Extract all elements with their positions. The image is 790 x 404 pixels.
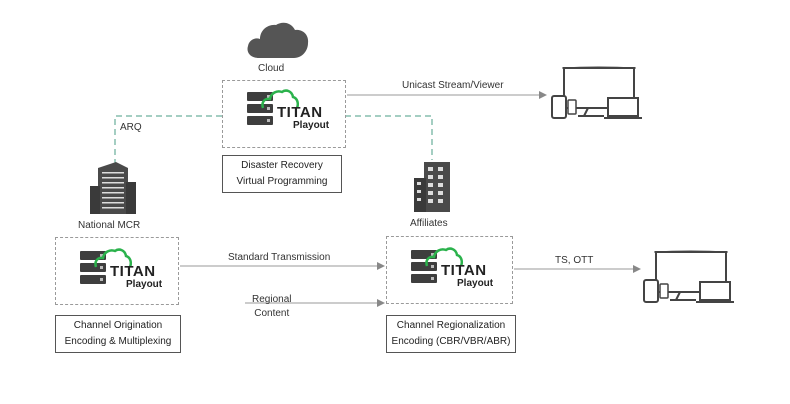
- box-line: Encoding & Multiplexing: [64, 336, 172, 347]
- server-icon: [411, 250, 437, 286]
- devices-icon: [551, 66, 642, 119]
- titan-playout-logo: TITAN Playout: [411, 247, 511, 291]
- logo-product-text: Playout: [457, 278, 494, 289]
- cloud-titan-playout-box: TITAN Playout: [222, 80, 346, 148]
- green-cloud-icon: [261, 89, 299, 109]
- green-cloud-icon: [94, 248, 132, 268]
- box-line: Virtual Programming: [236, 176, 328, 187]
- building-icon: [90, 162, 136, 214]
- green-cloud-icon: [425, 247, 463, 267]
- titan-playout-logo: TITAN Playout: [247, 89, 347, 133]
- national-titan-playout-box: TITAN Playout: [55, 237, 179, 305]
- affiliates-label: Affiliates: [410, 218, 448, 229]
- national-mcr-label: National MCR: [78, 220, 141, 231]
- regional-content-label: Regional Content: [252, 294, 292, 319]
- logo-product-text: Playout: [126, 279, 163, 290]
- cloud-icon: [247, 22, 309, 59]
- titan-playout-logo: TITAN Playout: [80, 248, 180, 292]
- unicast-label: Unicast Stream/Viewer: [402, 80, 504, 91]
- arq-label: ARQ: [120, 122, 142, 133]
- arq-link-right: [345, 115, 433, 160]
- box-line: Channel Origination: [73, 320, 163, 331]
- cloud-label: Cloud: [258, 63, 285, 74]
- devices-icon: [643, 250, 734, 303]
- logo-brand-text: TITAN: [441, 262, 487, 279]
- standard-transmission-label: Standard Transmission: [228, 252, 331, 263]
- logo-brand-text: TITAN: [277, 104, 323, 121]
- channel-regionalization-box: Channel Regionalization Encoding (CBR/VB…: [386, 315, 516, 353]
- box-line: Encoding (CBR/VBR/ABR): [391, 336, 511, 347]
- server-icon: [247, 92, 273, 128]
- affiliates-building-icon: [414, 162, 450, 212]
- server-icon: [80, 251, 106, 287]
- box-line: Disaster Recovery: [241, 160, 323, 171]
- logo-brand-text: TITAN: [110, 263, 156, 280]
- regional-titan-playout-box: TITAN Playout: [386, 236, 513, 304]
- ts-ott-label: TS, OTT: [555, 255, 594, 266]
- channel-origination-box: Channel Origination Encoding & Multiplex…: [55, 315, 181, 353]
- disaster-recovery-box: Disaster Recovery Virtual Programming: [222, 155, 342, 193]
- logo-product-text: Playout: [293, 120, 330, 131]
- arq-link-left: [114, 115, 222, 165]
- box-line: Channel Regionalization: [396, 320, 506, 331]
